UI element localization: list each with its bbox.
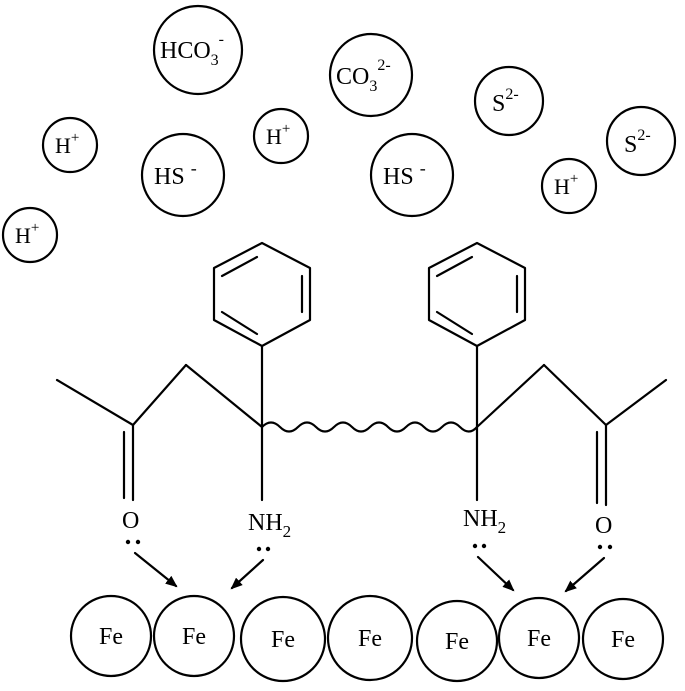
oxygen-label-right: O (595, 513, 612, 539)
benzene-ring-left (212, 241, 312, 348)
fe-atom: Fe (326, 594, 414, 682)
svg-text:HS-: HS- (383, 158, 426, 190)
fe-atom: Fe (69, 594, 153, 678)
lone-pair-oxygen-left (125, 539, 141, 545)
ion-h-c: H+ (540, 157, 598, 215)
svg-text:Fe: Fe (99, 624, 123, 650)
ion-s2-upper: S2- (473, 65, 545, 137)
arrow-amine-left (230, 558, 265, 590)
svg-text:H+: H+ (266, 121, 290, 149)
carbon-chain-right (475, 344, 668, 507)
ion-h-a: H+ (41, 116, 99, 174)
ion-hco3: HCO3- (152, 4, 244, 96)
svg-text:Fe: Fe (358, 626, 382, 652)
lone-pair-oxygen-right (597, 544, 613, 550)
inhibitor-molecule: O O NH2 NH2 (55, 241, 668, 552)
svg-text:S2-: S2- (492, 86, 519, 117)
fe-atom: Fe (239, 595, 327, 683)
ion-hs-left: HS- (140, 132, 226, 218)
ion-h-d: H+ (1, 206, 59, 264)
svg-text:Fe: Fe (445, 629, 469, 655)
svg-text:H+: H+ (554, 171, 578, 199)
svg-text:H+: H+ (15, 220, 39, 248)
svg-text:CO32-: CO32- (336, 57, 391, 95)
lone-pair-amine-left (256, 546, 271, 552)
ion-hs-right: HS- (369, 132, 455, 218)
iron-surface: Fe Fe Fe Fe Fe Fe Fe (69, 594, 665, 683)
svg-text:Fe: Fe (611, 627, 635, 653)
arrow-oxygen-right (564, 556, 606, 593)
carbon-chain-left (55, 344, 264, 502)
svg-text:S2-: S2- (624, 127, 651, 158)
arrow-amine-right (476, 555, 515, 592)
svg-text:Fe: Fe (527, 626, 551, 652)
svg-text:Fe: Fe (271, 627, 295, 653)
ion-s2-right: S2- (605, 105, 677, 177)
svg-text:H+: H+ (55, 130, 79, 158)
ion-h-b: H+ (252, 107, 310, 165)
fe-atom: Fe (152, 594, 236, 678)
benzene-ring-right (427, 241, 527, 348)
svg-text:HS-: HS- (154, 158, 197, 190)
arrow-oxygen-left (133, 551, 178, 588)
svg-text:HCO3-: HCO3- (160, 31, 224, 69)
svg-text:Fe: Fe (182, 624, 206, 650)
fe-atom: Fe (497, 596, 581, 680)
coordination-arrows (133, 551, 606, 593)
amine-label-left: NH2 (248, 510, 291, 541)
fe-atom: Fe (581, 597, 665, 681)
oxygen-label-left: O (122, 508, 139, 534)
ion-co3: CO32- (328, 32, 414, 118)
lone-pair-amine-right (472, 543, 487, 549)
wavy-linkage (261, 421, 478, 433)
fe-atom: Fe (415, 599, 499, 683)
amine-label-right: NH2 (463, 506, 506, 537)
